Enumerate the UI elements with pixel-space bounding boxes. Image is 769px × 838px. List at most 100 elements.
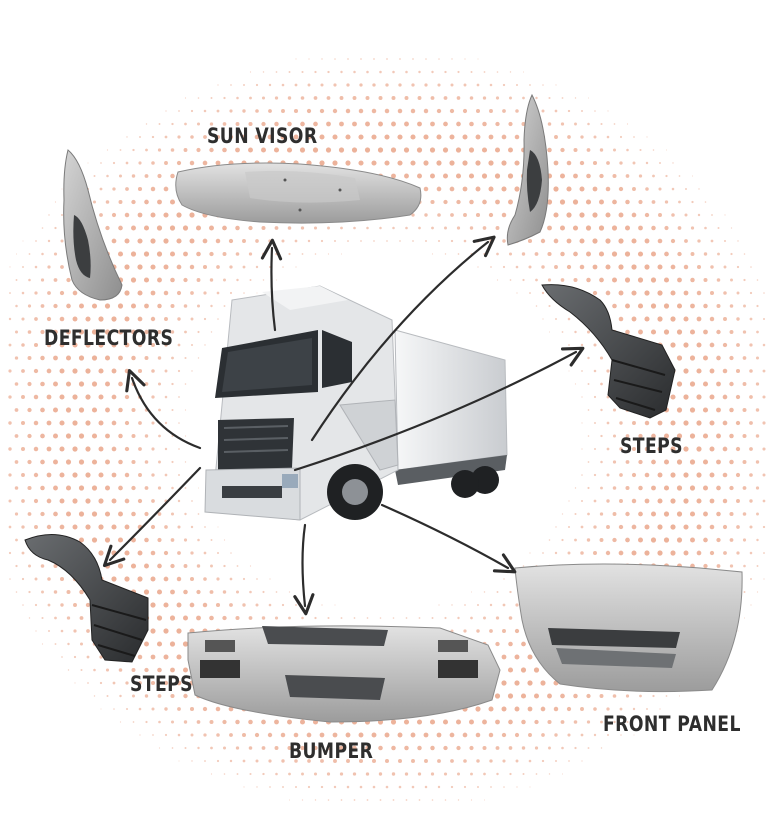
halftone-dot <box>397 108 403 114</box>
halftone-dot <box>566 160 572 166</box>
halftone-dot <box>163 628 169 634</box>
halftone-dot <box>567 551 571 555</box>
halftone-dot <box>520 693 527 699</box>
halftone-dot <box>522 565 525 567</box>
halftone-dot <box>405 799 408 801</box>
halftone-dot <box>559 199 566 205</box>
halftone-dot <box>683 264 689 270</box>
halftone-dot <box>151 395 155 399</box>
halftone-dot <box>722 524 728 530</box>
halftone-dot <box>85 368 91 374</box>
halftone-dot <box>481 173 488 179</box>
halftone-dot <box>392 799 395 801</box>
halftone-dot <box>157 330 162 334</box>
halftone-dot <box>229 109 233 113</box>
halftone-dot <box>150 290 156 296</box>
halftone-dot <box>599 538 604 542</box>
halftone-dot <box>274 96 279 100</box>
halftone-dot <box>449 160 455 166</box>
halftone-dot <box>762 421 766 425</box>
halftone-dot <box>47 291 51 295</box>
halftone-dot <box>711 214 713 216</box>
halftone-dot <box>112 187 116 191</box>
halftone-dot <box>593 733 597 737</box>
halftone-dot <box>489 603 493 607</box>
halftone-dot <box>619 473 623 477</box>
halftone-dot <box>118 485 123 491</box>
halftone-dot <box>196 304 201 308</box>
halftone-dot <box>475 706 481 712</box>
halftone-dot <box>690 303 695 309</box>
halftone-dot <box>644 212 650 218</box>
halftone-dot <box>67 669 70 671</box>
halftone-dot <box>177 551 181 555</box>
halftone-dot <box>33 342 39 348</box>
halftone-dot <box>457 772 460 776</box>
halftone-dot <box>691 200 694 204</box>
halftone-dot <box>137 498 143 504</box>
halftone-dot <box>410 732 416 738</box>
halftone-dot <box>157 199 162 205</box>
halftone-dot <box>644 264 650 270</box>
halftone-dot <box>117 303 124 309</box>
halftone-dot <box>638 511 643 517</box>
halftone-dot <box>670 238 676 244</box>
halftone-dot <box>645 161 649 165</box>
halftone-dot <box>163 290 169 296</box>
halftone-dot <box>40 564 45 568</box>
halftone-dot <box>573 147 578 153</box>
halftone-dot <box>117 251 124 257</box>
halftone-dot <box>573 720 578 724</box>
halftone-dot <box>196 589 201 595</box>
halftone-dot <box>144 511 149 517</box>
halftone-dot <box>215 602 221 608</box>
halftone-dot <box>605 290 611 296</box>
halftone-dot <box>390 719 397 725</box>
halftone-dot <box>515 603 519 607</box>
halftone-dot <box>314 70 317 74</box>
halftone-dot <box>21 499 25 503</box>
halftone-dot <box>243 84 245 86</box>
halftone-dot <box>716 381 721 387</box>
halftone-dot <box>625 511 630 517</box>
halftone-dot <box>690 252 695 256</box>
halftone-dot <box>639 694 642 698</box>
halftone-dot <box>145 123 148 125</box>
halftone-dot <box>306 134 312 140</box>
halftone-dot <box>371 108 377 114</box>
halftone-dot <box>581 370 583 372</box>
halftone-dot <box>455 147 462 153</box>
halftone-dot <box>508 719 513 725</box>
halftone-dot <box>320 759 324 763</box>
halftone-dot <box>644 550 650 556</box>
halftone-dot <box>98 316 104 322</box>
halftone-dot <box>170 538 175 542</box>
halftone-dot <box>203 291 207 295</box>
halftone-dot <box>236 96 239 100</box>
halftone-dot <box>178 448 180 450</box>
halftone-dot <box>169 225 176 231</box>
halftone-dot <box>189 602 195 608</box>
halftone-dot <box>184 487 187 489</box>
halftone-dot <box>78 329 85 335</box>
halftone-dot <box>21 551 25 555</box>
halftone-dot <box>528 265 532 269</box>
halftone-dot <box>40 407 45 413</box>
halftone-dot <box>40 459 45 465</box>
halftone-dot <box>202 160 208 166</box>
halftone-dot <box>228 706 234 712</box>
halftone-dot <box>21 447 25 451</box>
halftone-dot <box>637 251 644 257</box>
halftone-dot <box>568 760 570 762</box>
halftone-dot <box>176 212 182 218</box>
halftone-dot <box>451 58 453 60</box>
halftone-dot <box>124 550 130 556</box>
halftone-dot <box>86 629 90 633</box>
halftone-dot <box>249 565 252 567</box>
halftone-dot <box>204 344 206 346</box>
halftone-dot <box>593 525 597 529</box>
halftone-dot <box>33 446 39 452</box>
halftone-dot <box>100 162 102 164</box>
halftone-dot <box>709 446 715 452</box>
halftone-dot <box>8 551 12 555</box>
